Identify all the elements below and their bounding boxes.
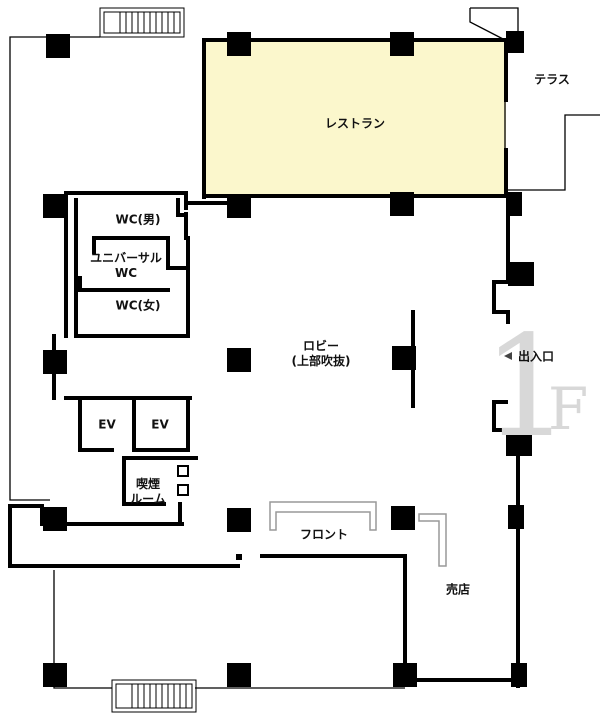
lobby-label-line2: (上部吹抜) xyxy=(291,354,351,368)
wc-men-label: WC(男) xyxy=(115,212,161,227)
walls xyxy=(8,38,520,688)
terrace-label: テラス xyxy=(534,72,570,87)
entrance-label: 出入口 xyxy=(517,349,555,364)
ashtray-boxes xyxy=(177,465,189,496)
universal-wc-label: ユニバーサル WC xyxy=(90,251,162,281)
shop-counter[interactable] xyxy=(418,513,447,567)
stairs-top xyxy=(99,7,185,38)
front-desk[interactable] xyxy=(269,501,377,531)
restaurant-area[interactable] xyxy=(204,40,506,196)
ev-label-2: EV xyxy=(151,417,169,432)
universal-wc-label-line2: WC xyxy=(114,266,138,280)
lobby-label-line1: ロビー xyxy=(302,339,340,353)
columns xyxy=(43,31,534,687)
stairs-bottom xyxy=(111,679,197,713)
restaurant-label: レストラン xyxy=(324,116,386,131)
universal-wc-label-line1: ユニバーサル xyxy=(90,251,162,265)
wc-women-label: WC(女) xyxy=(115,298,161,313)
entrance-arrow-icon xyxy=(504,352,512,360)
lobby-label: ロビー (上部吹抜) xyxy=(292,339,351,369)
front-label: フロント xyxy=(299,527,349,542)
floor-number: 1 xyxy=(482,306,572,469)
shop-label: 売店 xyxy=(445,582,471,597)
ev-label-1: EV xyxy=(98,417,116,432)
smoking-room-label: 喫煙 ルーム xyxy=(130,477,166,507)
smoking-room-label-line2: ルーム xyxy=(130,492,166,506)
smoking-room-label-line1: 喫煙 xyxy=(135,477,161,491)
floor-unit: F xyxy=(548,375,589,443)
